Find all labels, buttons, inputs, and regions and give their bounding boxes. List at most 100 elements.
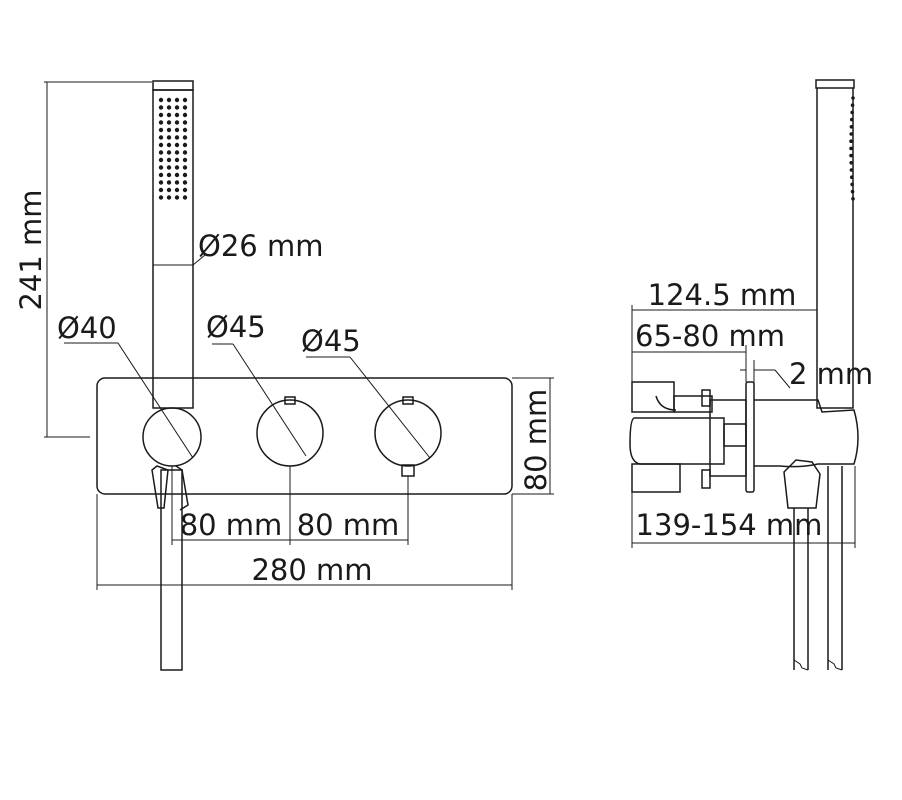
nozzle-dot	[166, 142, 172, 148]
label-plate-height: 80 mm	[519, 389, 553, 492]
dim-handle-right-diameter: Ø45	[301, 324, 431, 459]
side-view: 124.5 mm 65-80 mm 2 mm 139-154 mm	[629, 79, 873, 671]
nozzle-dot-side	[849, 161, 853, 165]
dim-projection: 124.5 mm	[631, 278, 818, 400]
nozzle-dot	[174, 165, 180, 170]
label-handle-right-diameter: Ø45	[301, 324, 361, 358]
nozzle-dot	[158, 127, 164, 133]
nozzle-dot	[158, 135, 164, 140]
nozzle-dot	[174, 142, 180, 148]
label-body-depth: 65-80 mm	[635, 319, 785, 353]
nozzle-dot-side	[850, 182, 854, 187]
spray-nozzles	[158, 97, 188, 200]
nozzle-dot	[166, 112, 172, 118]
label-handshower-diameter: Ø26 mm	[198, 229, 323, 263]
nozzle-dot	[158, 142, 164, 148]
nozzle-dot	[174, 112, 180, 118]
hose-side	[793, 466, 843, 671]
nozzle-dot-side	[849, 153, 853, 158]
dim-holder-diameter: Ø40	[57, 311, 194, 459]
nozzle-dot	[174, 172, 180, 178]
dim-handle-spacing: 80 mm 80 mm	[171, 466, 409, 545]
nozzle-dot	[182, 187, 188, 193]
nozzle-dot-side	[850, 189, 855, 194]
nozzle-dot	[158, 97, 164, 103]
nozzle-dot	[166, 172, 172, 178]
nozzle-dot-side	[851, 96, 855, 100]
nozzle-dot	[174, 157, 180, 163]
nozzle-dot-side	[849, 125, 854, 129]
nozzle-dot	[158, 105, 164, 110]
label-spacing-right: 80 mm	[297, 508, 400, 542]
nozzle-dot	[174, 187, 180, 193]
dim-plate-width: 280 mm	[96, 494, 513, 590]
nozzle-dot	[182, 142, 188, 148]
nozzle-dot	[158, 157, 164, 163]
wall-plate-side	[745, 381, 755, 493]
nozzle-dot	[166, 105, 172, 110]
dim-plate-height: 80 mm	[512, 377, 554, 495]
spray-nozzles-side	[849, 96, 855, 201]
dim-handshower-diameter: Ø26 mm	[153, 229, 323, 266]
holder-bracket-side	[754, 399, 859, 509]
nozzle-dot-side	[851, 197, 855, 201]
nozzle-dot-side	[850, 103, 855, 107]
label-installation-depth: 139-154 mm	[636, 508, 823, 542]
nozzle-dot	[182, 180, 188, 185]
nozzle-dot	[166, 165, 172, 170]
nozzle-dot	[166, 127, 172, 133]
nozzle-dot	[182, 157, 188, 163]
nozzle-dot	[166, 97, 172, 103]
nozzle-dot	[174, 135, 180, 140]
nozzle-dot	[158, 150, 164, 155]
nozzle-dot	[158, 187, 164, 193]
nozzle-dot	[182, 135, 188, 140]
nozzle-dot	[174, 180, 180, 185]
nozzle-dot	[166, 187, 172, 193]
nozzle-dot-side	[849, 117, 854, 122]
nozzle-dot-side	[849, 175, 854, 179]
nozzle-dot	[182, 97, 188, 103]
front-view: 241 mm Ø26 mm Ø40 Ø45 Ø45	[14, 80, 554, 671]
nozzle-dot	[166, 150, 172, 155]
nozzle-dot	[174, 105, 180, 110]
nozzle-dot	[166, 180, 172, 185]
dim-body-depth: 65-80 mm	[632, 319, 785, 382]
nozzle-dot	[174, 120, 180, 125]
nozzle-dot	[166, 157, 172, 163]
label-plate-thickness: 2 mm	[789, 357, 873, 391]
nozzle-dot	[158, 120, 164, 125]
nozzle-dot-side	[850, 110, 854, 115]
label-handshower-length: 241 mm	[14, 189, 48, 310]
hand-shower-side	[815, 79, 855, 409]
nozzle-dot	[166, 120, 172, 125]
nozzle-dot-side	[849, 168, 854, 172]
nozzle-dot	[182, 112, 188, 118]
nozzle-dot	[174, 195, 180, 200]
nozzle-dot-side	[849, 132, 853, 136]
nozzle-dot	[182, 172, 188, 178]
cover-plate	[96, 377, 513, 495]
dim-handshower-length: 241 mm	[14, 81, 152, 438]
nozzle-dot	[158, 172, 164, 178]
nozzle-dot	[158, 195, 164, 200]
label-plate-width: 280 mm	[251, 553, 372, 587]
dim-plate-thickness: 2 mm	[740, 357, 873, 400]
nozzle-dot	[158, 112, 164, 118]
label-holder-diameter: Ø40	[57, 311, 117, 345]
hand-shower	[152, 80, 194, 409]
nozzle-dot-side	[849, 139, 853, 143]
nozzle-dot	[182, 120, 188, 125]
nozzle-dot	[158, 180, 164, 185]
label-handle-left-diameter: Ø45	[206, 310, 266, 344]
nozzle-dot	[182, 127, 188, 133]
nozzle-dot	[166, 135, 172, 140]
label-projection: 124.5 mm	[648, 278, 797, 312]
nozzle-dot	[174, 127, 180, 133]
dim-handle-left-diameter: Ø45	[206, 310, 307, 457]
nozzle-dot	[182, 105, 188, 110]
nozzle-dot	[182, 165, 188, 170]
mixer-body-side	[629, 381, 747, 493]
nozzle-dot	[158, 165, 164, 170]
